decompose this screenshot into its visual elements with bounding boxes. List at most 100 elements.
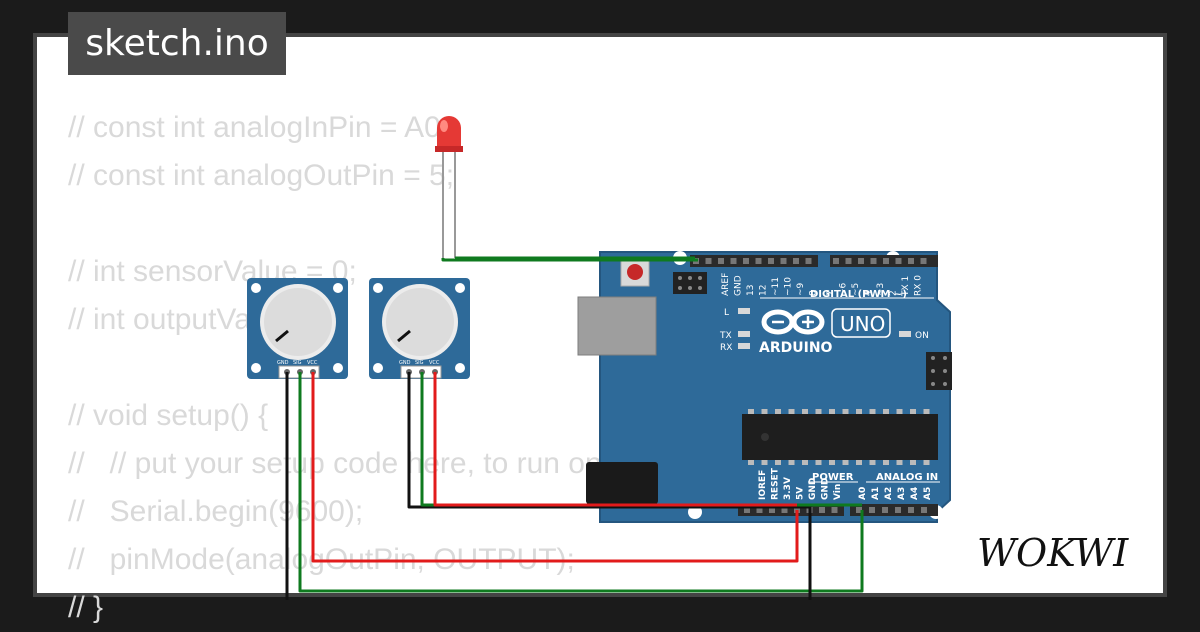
digital-pin-label: ~10 xyxy=(784,277,794,296)
wires[interactable] xyxy=(285,256,864,600)
icsp-header-right xyxy=(926,352,952,390)
wokwi-logo: WOKWI xyxy=(977,531,1129,575)
header-pin[interactable] xyxy=(819,507,825,513)
analog-pin-label: A3 xyxy=(897,487,907,500)
analog-label: ANALOG IN xyxy=(876,472,938,483)
wokwi-wordmark: WOKWI xyxy=(977,531,1129,575)
digital-label: DIGITAL (PWM ~) xyxy=(810,289,907,300)
led-rx-label: RX xyxy=(720,343,732,353)
icsp-header xyxy=(673,272,707,294)
analog-pin-label: A5 xyxy=(923,487,933,500)
header-pin[interactable] xyxy=(744,507,750,513)
header-pin[interactable] xyxy=(768,258,774,264)
digital-pin-label: ~11 xyxy=(771,277,781,296)
power-pin-label: GND xyxy=(821,478,831,500)
header-pin[interactable] xyxy=(845,258,852,264)
led-rx xyxy=(738,343,750,349)
digital-pin-label: ~9 xyxy=(796,282,806,296)
header-pin[interactable] xyxy=(805,258,812,264)
pot-2-gnd-label: GND xyxy=(399,360,411,366)
power-pin-label: 3.3V xyxy=(783,477,793,500)
reset-button-cap xyxy=(627,264,643,280)
chip-notch xyxy=(761,433,769,441)
arduino-infinity-icon xyxy=(761,309,825,335)
atmega-chip xyxy=(742,414,938,460)
digital-pin-label: AREF xyxy=(721,273,731,296)
header-pin[interactable] xyxy=(718,258,724,264)
wire-led-anode xyxy=(441,258,698,262)
arduino-wordmark: ARDUINO xyxy=(759,340,833,356)
usb-connector xyxy=(577,296,657,356)
header-pin[interactable] xyxy=(781,507,788,513)
header-pin[interactable] xyxy=(908,258,914,264)
pot-1-vcc-label: VCC xyxy=(307,360,318,366)
header-pin[interactable] xyxy=(895,507,901,513)
wire-pot1-vcc xyxy=(311,372,799,563)
digital-pin-label: 8 xyxy=(809,290,819,296)
header-pin[interactable] xyxy=(908,507,914,513)
file-title[interactable]: sketch.ino xyxy=(68,12,286,75)
wire-pot2-vcc xyxy=(433,372,797,507)
pot-2-sig-label: SIG xyxy=(415,360,424,366)
power-pin-label: IOREF xyxy=(758,470,768,500)
digital-pin-label: 4 xyxy=(864,290,874,296)
header-pin[interactable] xyxy=(793,258,799,264)
header-pin[interactable] xyxy=(831,507,838,513)
digital-pin-label: ~3 xyxy=(876,283,886,296)
power-jack xyxy=(586,462,658,504)
potentiometer-1[interactable]: GND SIG VCC xyxy=(247,278,348,379)
wire-pot2-gnd xyxy=(407,372,812,600)
analog-pin-label: A0 xyxy=(858,487,868,500)
header-pin[interactable] xyxy=(858,258,864,264)
header-pin[interactable] xyxy=(869,507,875,513)
header-pin[interactable] xyxy=(833,258,839,264)
header-pin[interactable] xyxy=(856,507,862,513)
pot-2-pointer xyxy=(397,329,411,343)
header-pin[interactable] xyxy=(780,258,787,264)
power-pin-label: RESET xyxy=(771,467,781,500)
code-line: // Serial.begin(9600); xyxy=(68,495,364,528)
header-pin[interactable] xyxy=(921,507,927,513)
code-line: // void setup() { xyxy=(68,399,269,432)
power-pin-label: 5V xyxy=(796,487,806,500)
power-label: POWER xyxy=(812,472,854,483)
header-pin[interactable] xyxy=(882,507,888,513)
code-line: // const int analogInPin = A0; xyxy=(68,111,450,144)
header-pin[interactable] xyxy=(705,258,712,264)
analog-pin-label: A4 xyxy=(910,487,920,500)
led-on xyxy=(899,331,911,337)
header-pin[interactable] xyxy=(755,258,762,264)
header-pin[interactable] xyxy=(883,258,889,264)
digital-pin-label: ~6 xyxy=(839,282,849,296)
header-pin[interactable] xyxy=(920,258,927,264)
analog-pin-label: A2 xyxy=(884,487,894,500)
pot-2-vcc-label: VCC xyxy=(429,360,440,366)
header-pin[interactable] xyxy=(870,258,877,264)
led-l-label: L xyxy=(724,308,729,318)
wire-pot1-sig xyxy=(298,372,864,593)
uno-badge xyxy=(831,308,891,338)
code-line: // } xyxy=(68,591,104,624)
pot-1-pointer xyxy=(275,329,289,343)
analog-pin-label: A1 xyxy=(871,487,881,500)
potentiometer-2[interactable]: GND SIG VCC xyxy=(369,278,470,379)
led-tx-label: TX xyxy=(719,331,732,341)
digital-pin-label: 7 xyxy=(826,290,836,296)
header-pin[interactable] xyxy=(730,258,737,264)
led-body xyxy=(437,116,461,150)
red-led[interactable] xyxy=(435,116,463,258)
code-line: // const int analogOutPin = 5; xyxy=(68,159,455,192)
header-pin[interactable] xyxy=(756,507,763,513)
digital-pin-label: ~5 xyxy=(851,283,861,296)
led-on-label: ON xyxy=(915,331,929,341)
header-pin[interactable] xyxy=(769,507,775,513)
header-pin[interactable] xyxy=(743,258,749,264)
digital-pin-label: TX 1 xyxy=(901,276,911,297)
pot-1-gnd-label: GND xyxy=(277,360,289,366)
led-tx xyxy=(738,331,750,337)
digital-pin-label: 2 xyxy=(889,290,899,296)
header-pin[interactable] xyxy=(895,258,902,264)
digital-pin-label: GND xyxy=(734,275,744,296)
